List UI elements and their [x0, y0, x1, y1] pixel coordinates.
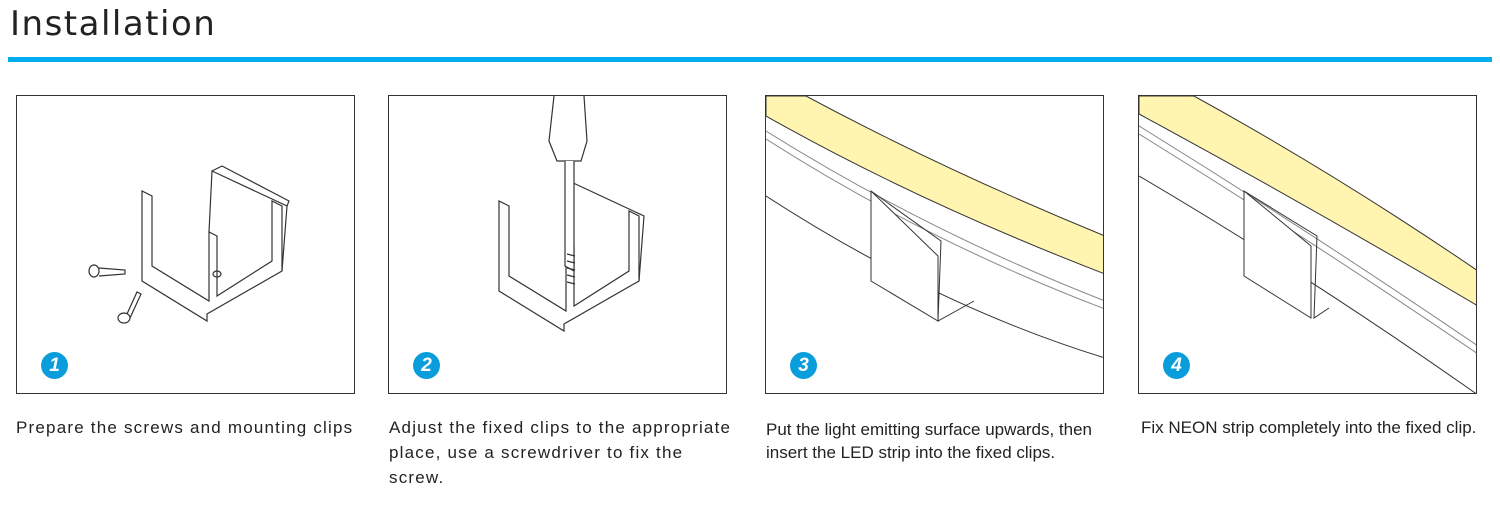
neon-strip-insert-drawing — [766, 96, 1103, 358]
step-4-caption: Fix NEON strip completely into the fixed… — [1141, 418, 1477, 437]
page-title: Installation — [10, 4, 217, 44]
title-divider — [8, 57, 1492, 62]
step-badge: 1 — [41, 352, 68, 379]
screw-icon — [88, 264, 126, 278]
step-badge: 3 — [790, 352, 817, 379]
step-1-caption: Prepare the screws and mounting clips — [16, 418, 354, 437]
step-4-illustration: 4 — [1138, 95, 1477, 394]
step-3-caption: Put the light emitting surface upwards, … — [766, 420, 1093, 462]
step-2-caption: Adjust the fixed clips to the appropriat… — [389, 418, 732, 487]
step-badge: 2 — [413, 352, 440, 379]
screw-icon — [117, 291, 142, 324]
step-3-illustration: 3 — [765, 95, 1104, 394]
neon-strip-fixed-drawing — [1139, 96, 1476, 393]
screwdriver-drawing — [498, 96, 645, 333]
step-1-illustration: 1 — [16, 95, 355, 394]
step-badge: 4 — [1163, 352, 1190, 379]
step-2-illustration: 2 — [388, 95, 727, 394]
clip-and-screws-drawing — [88, 165, 290, 324]
